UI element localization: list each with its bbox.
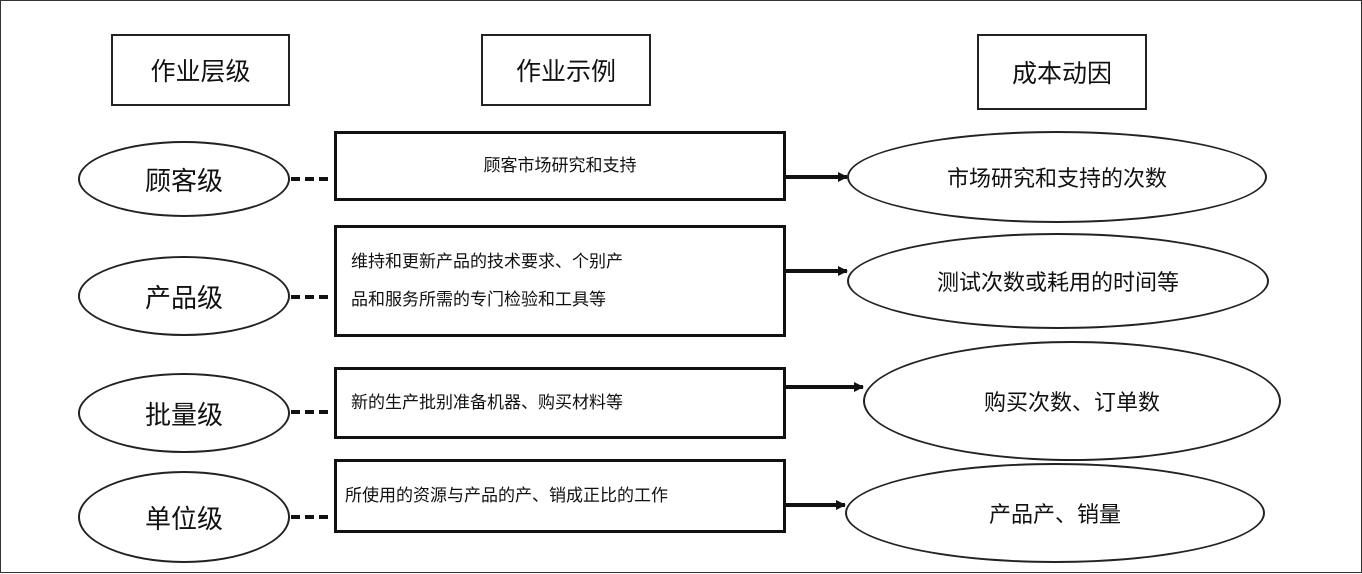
activity-box-customer: 顾客市场研究和支持 <box>334 131 786 201</box>
header-example: 作业示例 <box>481 34 651 106</box>
driver-ellipse-customer: 市场研究和支持的次数 <box>847 131 1267 223</box>
level-ellipse-batch: 批量级 <box>78 373 290 453</box>
activity-text: 新的生产批别准备机器、购买材料等 <box>351 393 623 413</box>
activity-text: 顾客市场研究和支持 <box>483 156 637 176</box>
level-ellipse-unit: 单位级 <box>78 471 290 563</box>
header-level: 作业层级 <box>111 34 290 106</box>
driver-ellipse-batch: 购买次数、订单数 <box>863 341 1281 461</box>
activity-text: 所使用的资源与产品的产、销成正比的工作 <box>345 486 668 506</box>
level-label: 产品级 <box>144 283 223 314</box>
level-label: 批量级 <box>144 400 223 431</box>
activity-box-batch: 新的生产批别准备机器、购买材料等 <box>334 367 786 439</box>
driver-ellipse-unit: 产品产、销量 <box>845 463 1265 563</box>
header-driver: 成本动因 <box>977 34 1147 110</box>
activity-text-block: 维持和更新产品的技术要求、个别产 品和服务所需的专门检验和工具等 <box>351 243 623 319</box>
level-label: 顾客级 <box>144 166 223 197</box>
driver-ellipse-product: 测试次数或耗用的时间等 <box>847 233 1269 329</box>
activity-box-product: 维持和更新产品的技术要求、个别产 品和服务所需的专门检验和工具等 <box>334 225 786 337</box>
header-example-text: 作业示例 <box>515 57 616 86</box>
driver-label: 购买次数、订单数 <box>983 391 1160 416</box>
driver-label: 市场研究和支持的次数 <box>946 167 1167 192</box>
header-driver-text: 成本动因 <box>1011 59 1112 88</box>
level-ellipse-customer: 顾客级 <box>78 141 290 217</box>
driver-label: 测试次数或耗用的时间等 <box>936 271 1179 296</box>
activity-box-unit: 所使用的资源与产品的产、销成正比的工作 <box>334 459 786 533</box>
activity-text-line-1: 维持和更新产品的技术要求、个别产 <box>351 252 623 272</box>
driver-label: 产品产、销量 <box>988 503 1121 528</box>
activity-text-line-2: 品和服务所需的专门检验和工具等 <box>351 290 606 310</box>
level-label: 单位级 <box>144 504 223 535</box>
header-level-text: 作业层级 <box>150 57 251 86</box>
level-ellipse-product: 产品级 <box>78 256 290 336</box>
